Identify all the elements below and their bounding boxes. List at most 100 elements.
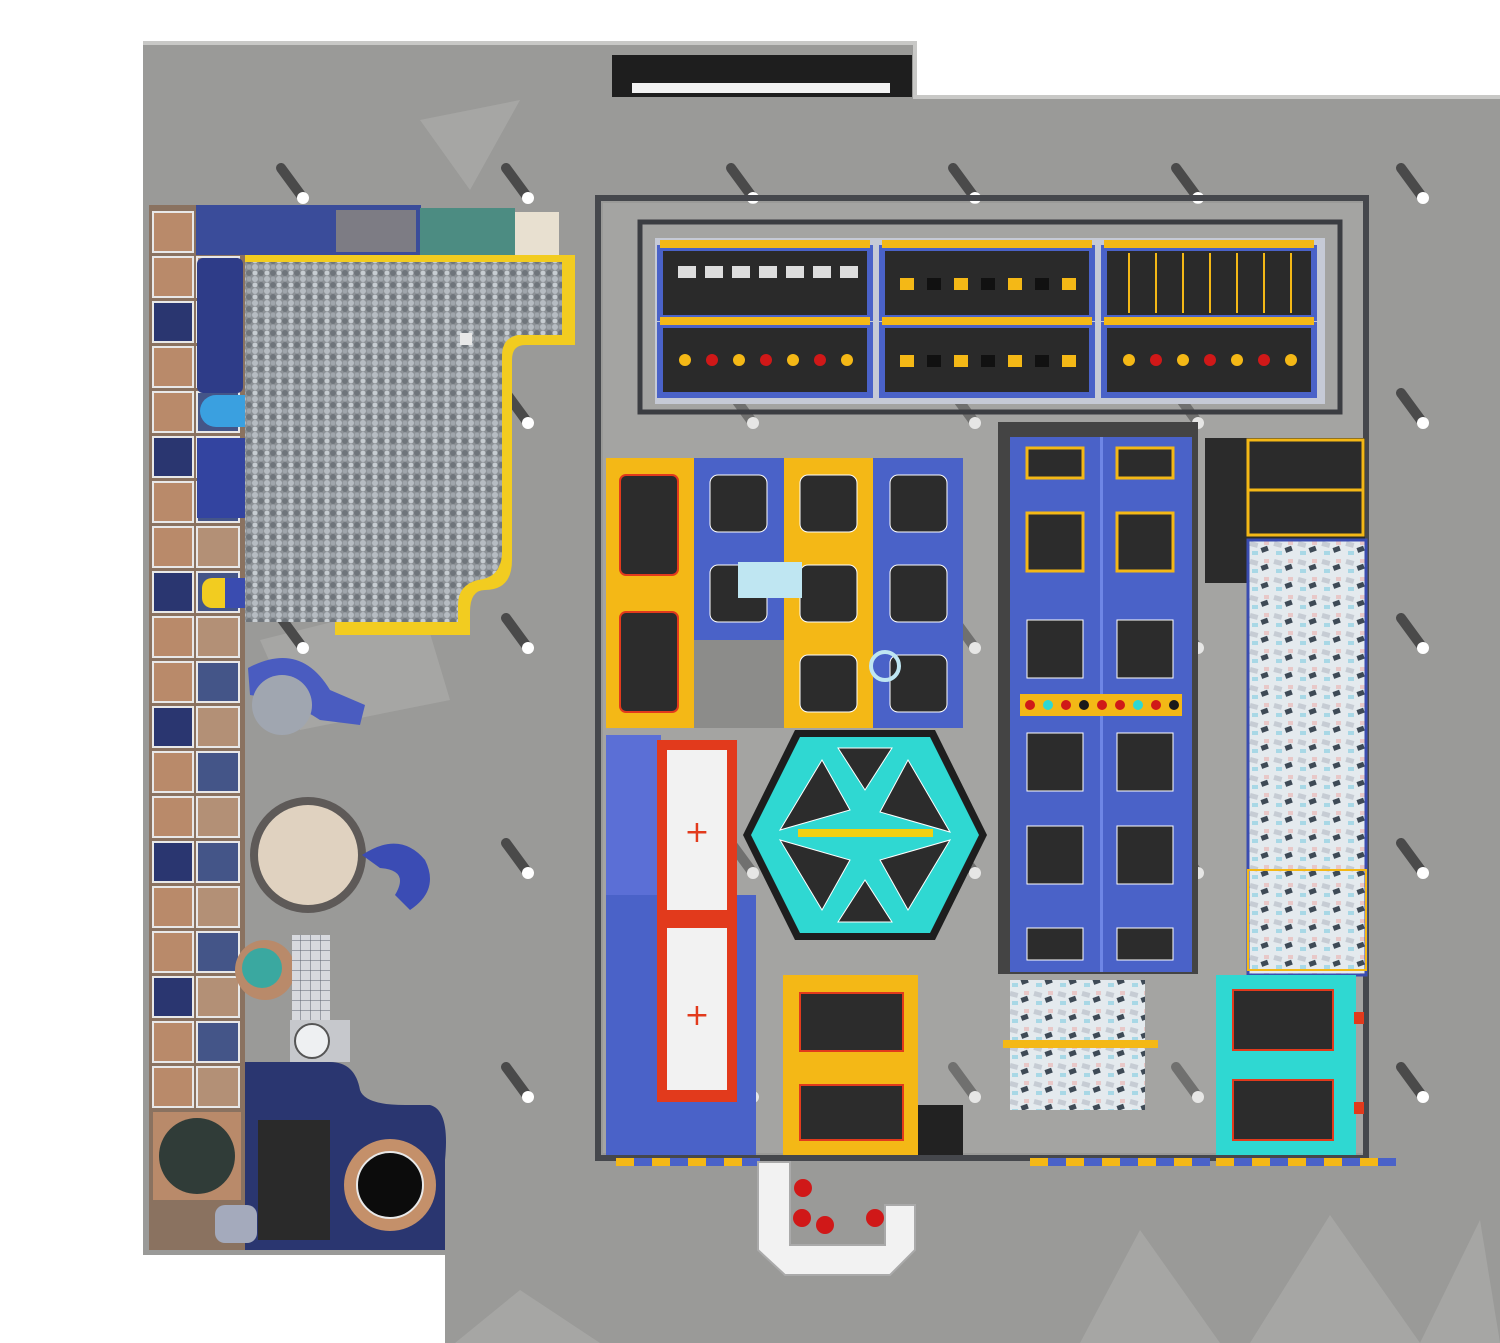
- ninja-block: [954, 355, 968, 367]
- ninja-ball: [733, 354, 745, 366]
- ninja-block: [1008, 278, 1022, 290]
- ninja-lane-truss: [1104, 317, 1314, 325]
- soft-play-cell: [152, 931, 194, 973]
- ninja-ball: [1123, 354, 1135, 366]
- ninja-block: [927, 355, 941, 367]
- ninja-lane-truss: [1104, 240, 1314, 248]
- ninja-lane: [657, 245, 873, 321]
- ninja-ball: [1150, 354, 1162, 366]
- pillar: [747, 867, 759, 879]
- court-bed: [1116, 825, 1174, 885]
- cyan-bed: [1232, 989, 1334, 1051]
- pillar: [522, 1091, 534, 1103]
- soft-play-cell: [152, 256, 194, 298]
- blue-tower: [197, 258, 243, 393]
- hexagon-bed: [837, 879, 893, 923]
- soft-play-cell: [196, 886, 240, 928]
- back-wall-opening-lip: [632, 83, 890, 93]
- soft-play-cell: [152, 841, 194, 883]
- hexagon-bed: [879, 758, 952, 833]
- target-dot: [1043, 700, 1053, 710]
- floor-edge: [143, 41, 1500, 99]
- ninja-step: [705, 266, 723, 278]
- pillar: [522, 867, 534, 879]
- soft-play-cell: [152, 526, 194, 568]
- court-bed: [1116, 927, 1174, 961]
- soft-play-cell: [196, 706, 240, 748]
- tube-slide: [362, 843, 430, 910]
- pillar-shadow: [1171, 163, 1203, 203]
- court-bed: [1116, 732, 1174, 792]
- foam-roller: [738, 562, 802, 598]
- yellow-lane-bed: [799, 992, 904, 1052]
- stool: [866, 1209, 884, 1227]
- ninja-step: [786, 266, 804, 278]
- ninja-lane-truss: [660, 240, 870, 248]
- pillar: [297, 192, 309, 204]
- soft-play-cell: [152, 706, 194, 748]
- ninja-step: [678, 266, 696, 278]
- ninja-block: [954, 278, 968, 290]
- foam-pit-zone: [1003, 438, 1368, 1110]
- ninja-step: [840, 266, 858, 278]
- stool: [816, 1216, 834, 1234]
- round-trampoline-bed: [356, 1151, 424, 1219]
- pillar: [1192, 1091, 1204, 1103]
- ninja-lane-truss: [660, 317, 870, 325]
- court-bed: [1025, 511, 1085, 573]
- ninja-block: [981, 278, 995, 290]
- edge-strip: [1174, 1158, 1192, 1166]
- hexagon-dodgeball: [743, 730, 987, 940]
- court-bed: [1115, 511, 1175, 573]
- ninja-course: [637, 219, 1343, 415]
- ninja-ball: [787, 354, 799, 366]
- ninja-ball: [1204, 354, 1216, 366]
- court-bed: [1026, 619, 1084, 679]
- ninja-block: [1008, 355, 1022, 367]
- trampoline-park: + +: [595, 195, 1396, 1166]
- soft-play-cell: [152, 886, 194, 928]
- soft-play-cell: [152, 571, 194, 613]
- edge-strip: [1234, 1158, 1252, 1166]
- jump-bed: [619, 611, 679, 713]
- edge-strip: [670, 1158, 688, 1166]
- ninja-ball: [1177, 354, 1189, 366]
- soft-play-cell: [152, 211, 194, 253]
- target-dot: [1079, 700, 1089, 710]
- target-dot: [1025, 700, 1035, 710]
- jump-bed: [889, 654, 948, 713]
- pillar-shadow: [1396, 1062, 1428, 1102]
- yellow-lane-bed: [799, 1084, 904, 1141]
- edge-strip: [616, 1158, 634, 1166]
- ball-pool-balls: [245, 262, 562, 622]
- soft-play-cell: [152, 616, 194, 658]
- foam-pit: [1248, 540, 1366, 975]
- ninja-block: [900, 355, 914, 367]
- pillar-shadow: [501, 613, 533, 653]
- court-bed: [1025, 446, 1085, 480]
- pillar: [1417, 642, 1429, 654]
- roller-bar-stripe: [225, 578, 245, 608]
- target-dots: [1025, 700, 1179, 710]
- court-bed: [1026, 927, 1084, 961]
- pillar: [1417, 867, 1429, 879]
- gap-floor: [694, 640, 784, 728]
- edge-strip: [1120, 1158, 1138, 1166]
- ramp-steps: [292, 935, 330, 1025]
- ninja-ball: [1258, 354, 1270, 366]
- cargo-crates: [336, 210, 416, 252]
- tumble-cross-mark: +: [684, 998, 709, 1033]
- ball-pool: [245, 255, 575, 635]
- tube-tower-top: [258, 805, 358, 905]
- court-bed: [1026, 825, 1084, 885]
- pillar-shadow: [1396, 838, 1428, 878]
- edge-strip: [1252, 1158, 1270, 1166]
- soft-play-cell: [196, 751, 240, 793]
- stool: [794, 1179, 812, 1197]
- jump-bed: [799, 564, 858, 623]
- edge-strip: [706, 1158, 724, 1166]
- ninja-lane-truss: [882, 317, 1092, 325]
- edge-strip: [1324, 1158, 1342, 1166]
- edge-strip: [1156, 1158, 1174, 1166]
- ninja-block: [981, 355, 995, 367]
